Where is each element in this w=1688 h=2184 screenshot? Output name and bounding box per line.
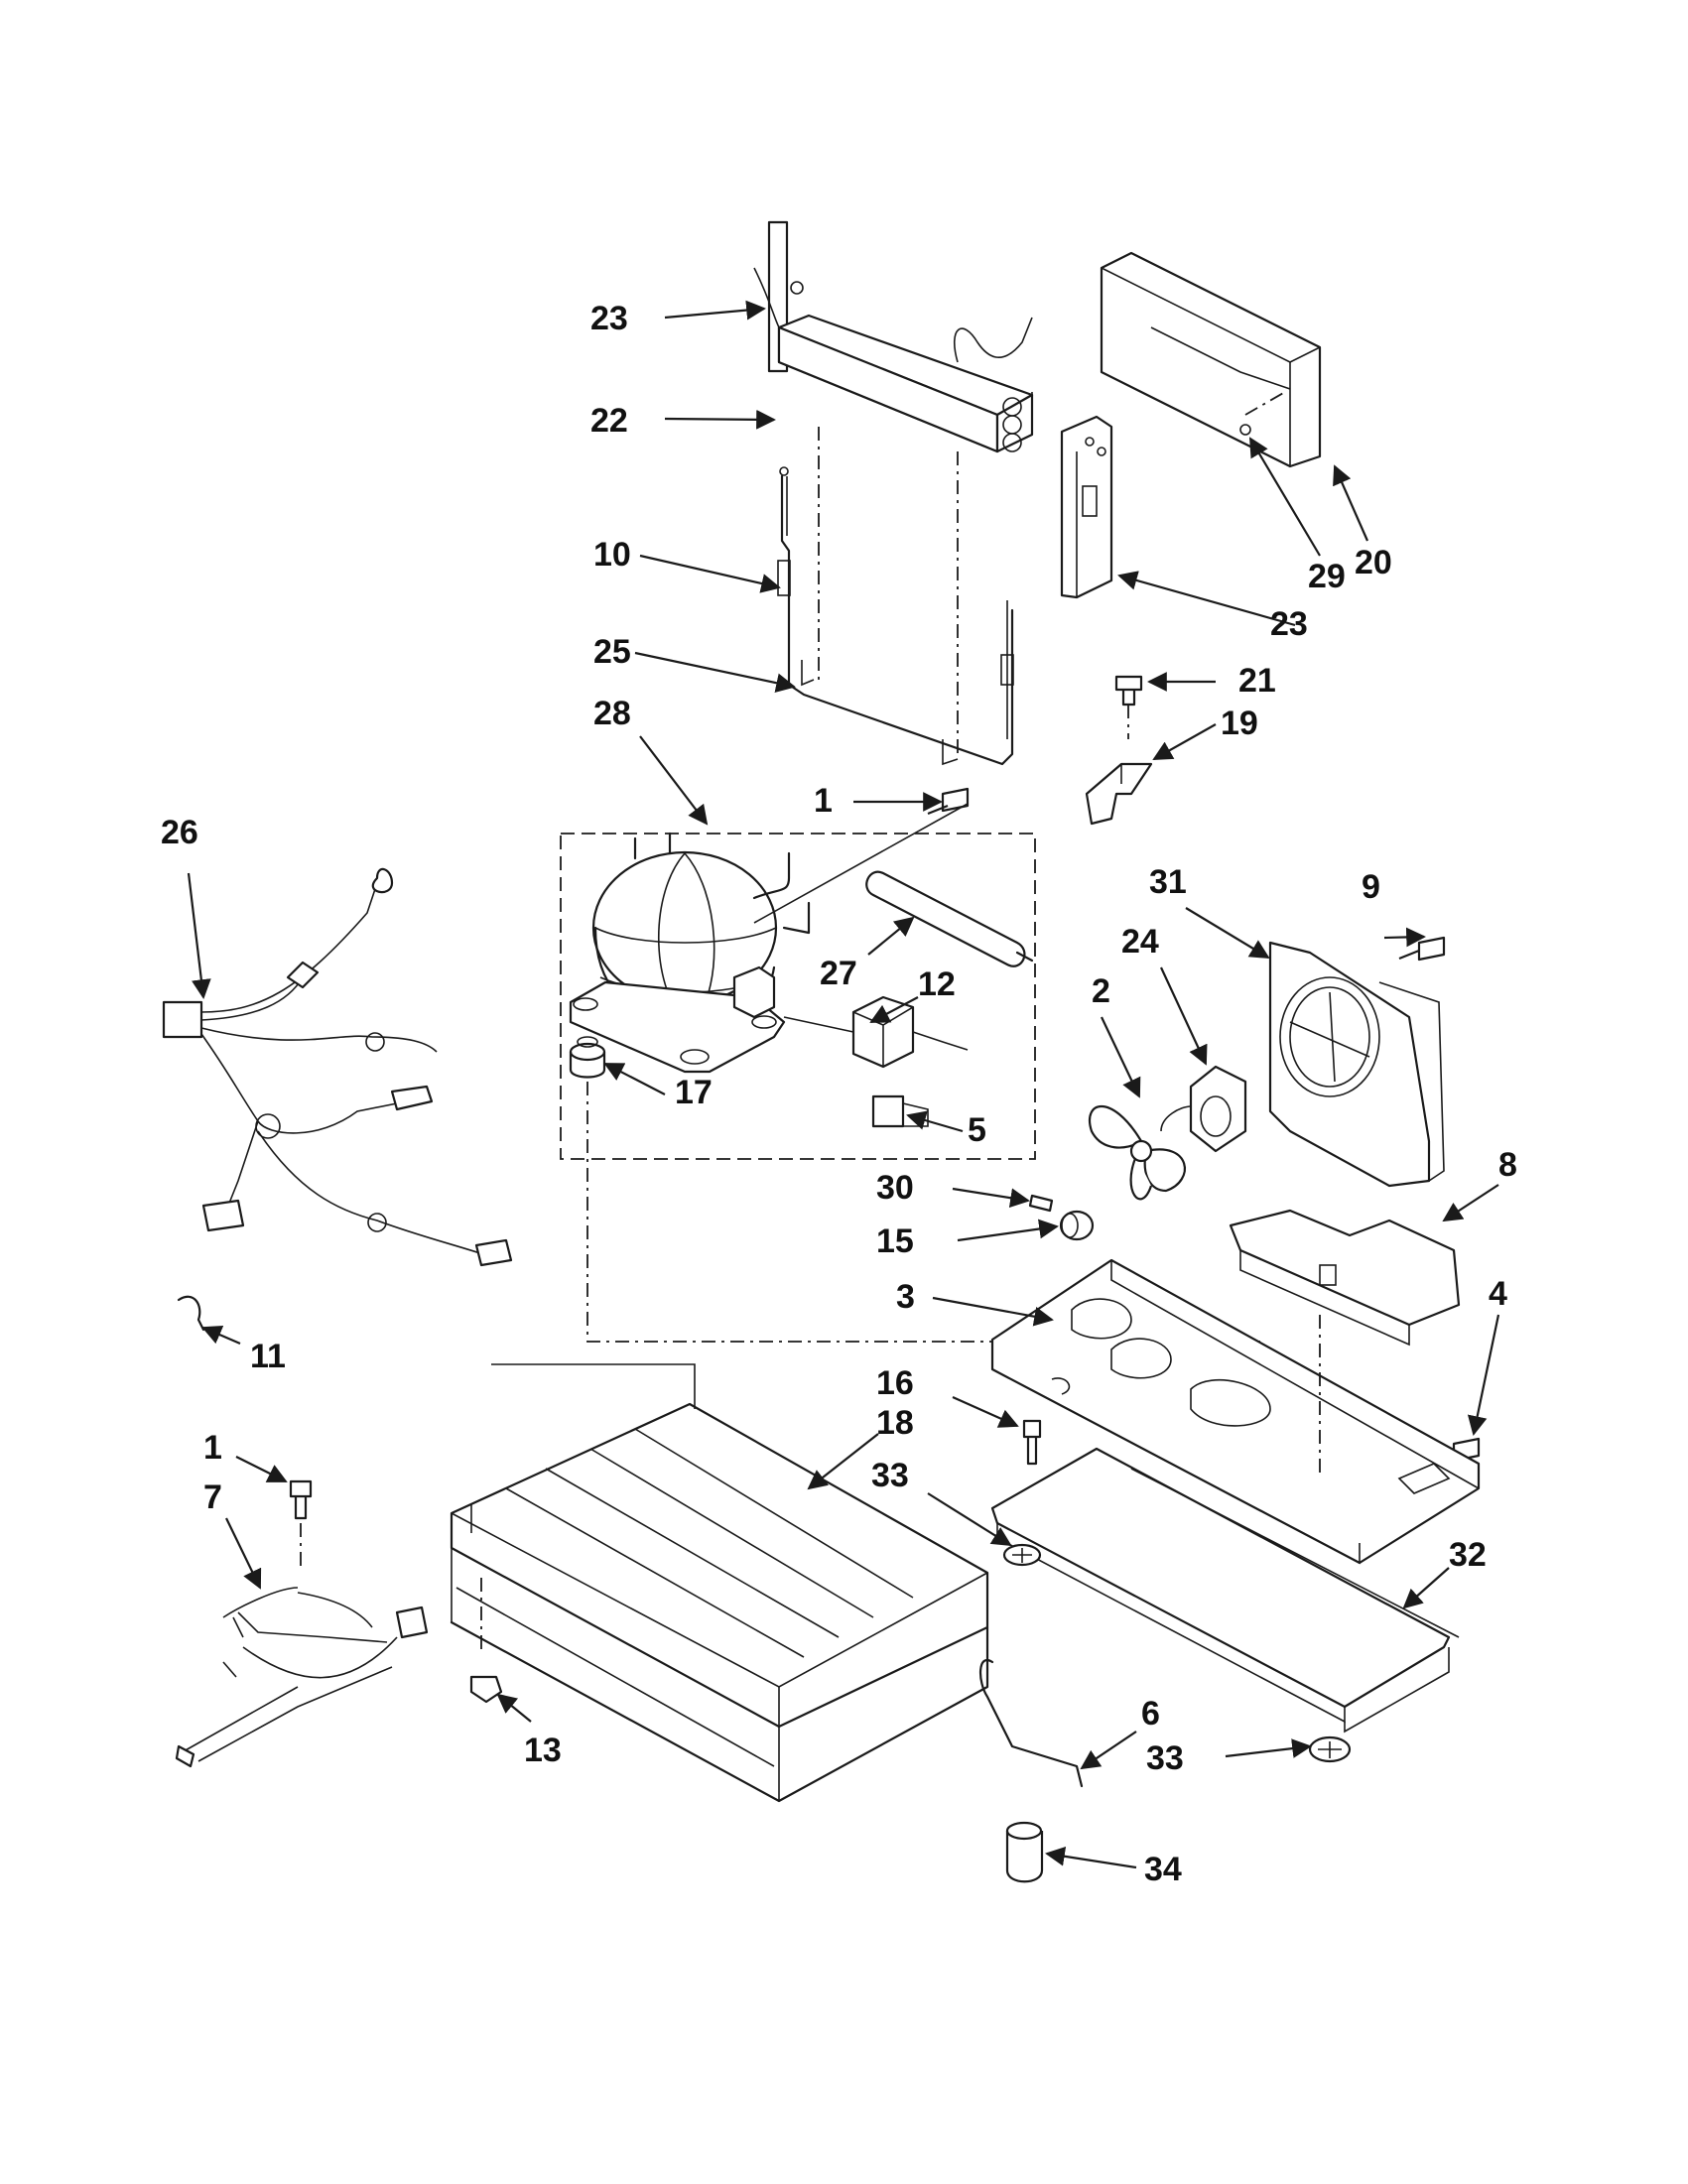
callout-label: 13 (524, 1732, 562, 1769)
callout-label: 29 (1308, 558, 1346, 595)
evaporator-bracket-part (1060, 415, 1113, 599)
callout-label: 25 (593, 633, 631, 671)
capacitor-part (1005, 1821, 1044, 1883)
fan-blade-part (1089, 1104, 1186, 1201)
defrost-heater-part (777, 427, 1014, 766)
fan-shroud-part (1268, 941, 1445, 1188)
condenser-part (450, 1363, 989, 1803)
evaporator-part (753, 220, 1034, 453)
callout-label: 11 (250, 1338, 286, 1375)
callout-label: 6 (1141, 1695, 1160, 1733)
callout-label: 20 (1355, 544, 1392, 581)
callout-label: 33 (871, 1457, 909, 1494)
wire-form-part (978, 1658, 1084, 1788)
compressor-assembly-part (560, 803, 1036, 1160)
callout-label: 16 (876, 1364, 914, 1402)
wire-clip-part (177, 1295, 205, 1332)
callout-label: 19 (1221, 705, 1258, 742)
callout-label: 3 (896, 1278, 915, 1316)
callout-label: 7 (203, 1478, 222, 1516)
callout-label: 18 (876, 1404, 914, 1442)
callout-label: 10 (593, 536, 631, 574)
callout-label: 33 (1146, 1739, 1184, 1777)
callout-label: 27 (820, 955, 857, 992)
machine-base-part (990, 1258, 1481, 1565)
wire-jumper-part (175, 1587, 429, 1768)
wire-harness-part (162, 867, 513, 1267)
air-duct-cover-part (1100, 251, 1322, 468)
callout-label: 32 (1449, 1536, 1487, 1574)
callout-label: 30 (876, 1169, 914, 1207)
callout-label: 24 (1121, 923, 1159, 961)
callout-label: 26 (161, 814, 198, 851)
callout-label: 28 (593, 695, 631, 732)
callout-label: 12 (918, 965, 956, 1003)
fan-bearing-part (1059, 1210, 1095, 1241)
callout-label: 34 (1144, 1851, 1182, 1888)
callout-label: 23 (1270, 605, 1308, 643)
callout-label: 21 (1238, 662, 1276, 700)
callout-label: 22 (590, 402, 628, 440)
callout-label: 31 (1149, 863, 1187, 901)
callout-label: 5 (968, 1111, 986, 1149)
callout-label: 8 (1498, 1146, 1517, 1184)
callout-label: 17 (675, 1074, 713, 1111)
fan-motor-part (1160, 1065, 1247, 1153)
callout-label: 4 (1489, 1275, 1507, 1313)
callout-label: 2 (1092, 972, 1110, 1010)
callout-label: 1 (814, 782, 833, 820)
callout-label: 23 (590, 300, 628, 337)
leader-lines (187, 300, 1500, 1869)
callout-label: 9 (1362, 868, 1380, 906)
leveling-feet-part (1002, 1543, 1352, 1763)
fan-spacer-part (1028, 1194, 1054, 1213)
callout-label: 1 (203, 1429, 222, 1467)
start-relay-part (783, 995, 969, 1069)
mounting-clip-part (1085, 762, 1153, 826)
fan-bracket-part (1229, 1209, 1461, 1478)
filter-drier-part (865, 870, 1034, 967)
callout-label: 15 (876, 1222, 914, 1260)
overload-part (871, 1094, 929, 1128)
condenser-clip-part (469, 1675, 503, 1704)
